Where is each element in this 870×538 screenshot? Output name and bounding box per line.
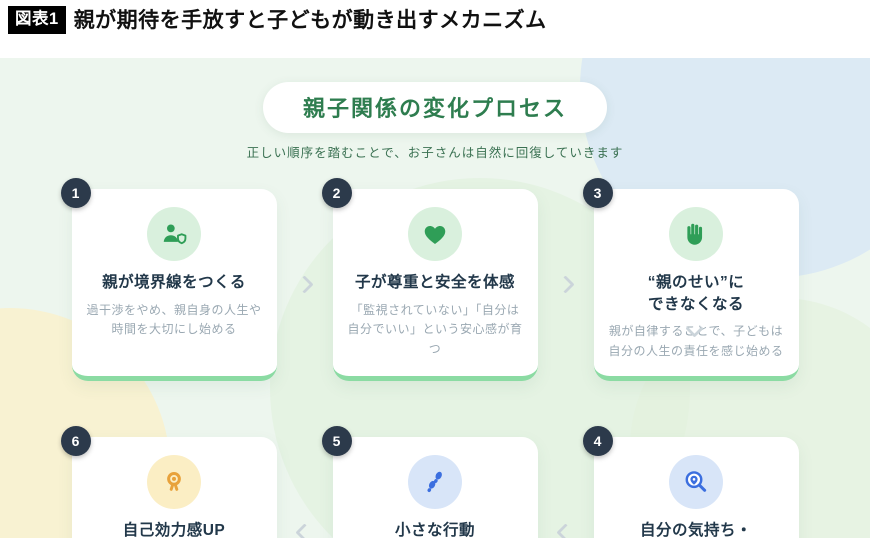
step-number-badge: 5 (321, 425, 352, 456)
step-number-badge: 6 (60, 425, 91, 456)
step-number-badge: 3 (582, 178, 613, 208)
step-description: 「監視されていない」「自分は自分でいい」という安心感が育つ (347, 302, 523, 357)
step-icon-circle (147, 454, 201, 509)
step-number-badge: 1 (60, 178, 91, 208)
flow-connector (556, 189, 575, 381)
step-card-1: 1 親が境界線をつくる 過干渉をやめ、親自身の人生や時間を大切にし始める (60, 178, 277, 381)
flow-connector (556, 437, 575, 538)
chevron-right-icon (295, 275, 314, 295)
step-card-2: 2 子が尊重と安全を体感 「監視されていない」「自分は自分でいい」という安心感が… (321, 178, 538, 381)
process-row-1: 1 親が境界線をつくる 過干渉をやめ、親自身の人生や時間を大切にし始める (0, 178, 870, 381)
step-title: 自分の気持ち・ ニーズに気づく (639, 521, 752, 538)
step-title: 子が尊重と安全を体感 (354, 274, 515, 291)
step-icon-circle (147, 207, 201, 261)
panel-heading: 親子関係の変化プロセス (302, 96, 567, 121)
chevron-right-icon (556, 275, 575, 295)
panel-heading-pill: 親子関係の変化プロセス (262, 82, 607, 133)
process-row-2: 6 自己効力感UP 次の一歩へ 「できた！」という自信が積み重なり、将来への意欲… (0, 425, 870, 538)
chevron-left-icon (556, 523, 575, 538)
step-icon-circle (408, 454, 462, 509)
step-card-3: 3 “親のせい”に できなくなる (582, 178, 799, 381)
step-description: 過干渉をやめ、親自身の人生や時間を大切にし始める (86, 302, 262, 337)
heart-icon (424, 225, 446, 245)
step-icon-circle (669, 454, 723, 509)
figure-title-bar: 図表1 親が期待を手放すと子どもが動き出すメカニズム (0, 0, 870, 58)
medal-icon (167, 471, 181, 491)
step-title: 自己効力感UP 次の一歩へ (122, 521, 226, 538)
figure-title: 親が期待を手放すと子どもが動き出すメカニズム (73, 9, 547, 32)
raised-hand-icon (687, 223, 703, 245)
flow-connector (295, 437, 314, 538)
flow-connector (295, 189, 314, 381)
panel-heading-wrap: 親子関係の変化プロセス (0, 82, 870, 133)
chevron-down-icon (685, 319, 704, 338)
step-card-4: 4 自分の気持ち・ ニーズに気づく 「本当はどうしたい？」と自分自身に向き合う時… (582, 425, 799, 538)
footprints-icon (427, 471, 442, 492)
step-icon-circle (669, 207, 723, 261)
step-title: 親が境界線をつくる (102, 274, 246, 291)
step-number-badge: 4 (582, 425, 613, 456)
search-pin-icon (685, 471, 707, 492)
panel-subtitle: 正しい順序を踏むことで、お子さんは自然に回復していきます (246, 146, 624, 160)
step-title: “親のせい”に できなくなる (647, 274, 745, 313)
person-shield-icon (163, 224, 187, 245)
panel-content: 親子関係の変化プロセス 正しい順序を踏むことで、お子さんは自然に回復していきます… (0, 58, 870, 538)
step-icon-circle (408, 207, 462, 261)
figure-tag: 図表1 (8, 6, 66, 34)
step-card-6: 6 自己効力感UP 次の一歩へ 「できた！」という自信が積み重なり、将来への意欲… (60, 425, 277, 538)
process-panel: 親子関係の変化プロセス 正しい順序を踏むことで、お子さんは自然に回復していきます… (0, 58, 870, 538)
step-title: 小さな行動 (394, 521, 475, 538)
step-description: 親が自律することで、子どもは自分の人生の責任を感じ始める (608, 324, 784, 359)
flow-connector-down (685, 319, 704, 340)
step-number-badge: 2 (321, 178, 352, 208)
step-card-5: 5 (321, 425, 538, 538)
chevron-left-icon (295, 523, 314, 538)
